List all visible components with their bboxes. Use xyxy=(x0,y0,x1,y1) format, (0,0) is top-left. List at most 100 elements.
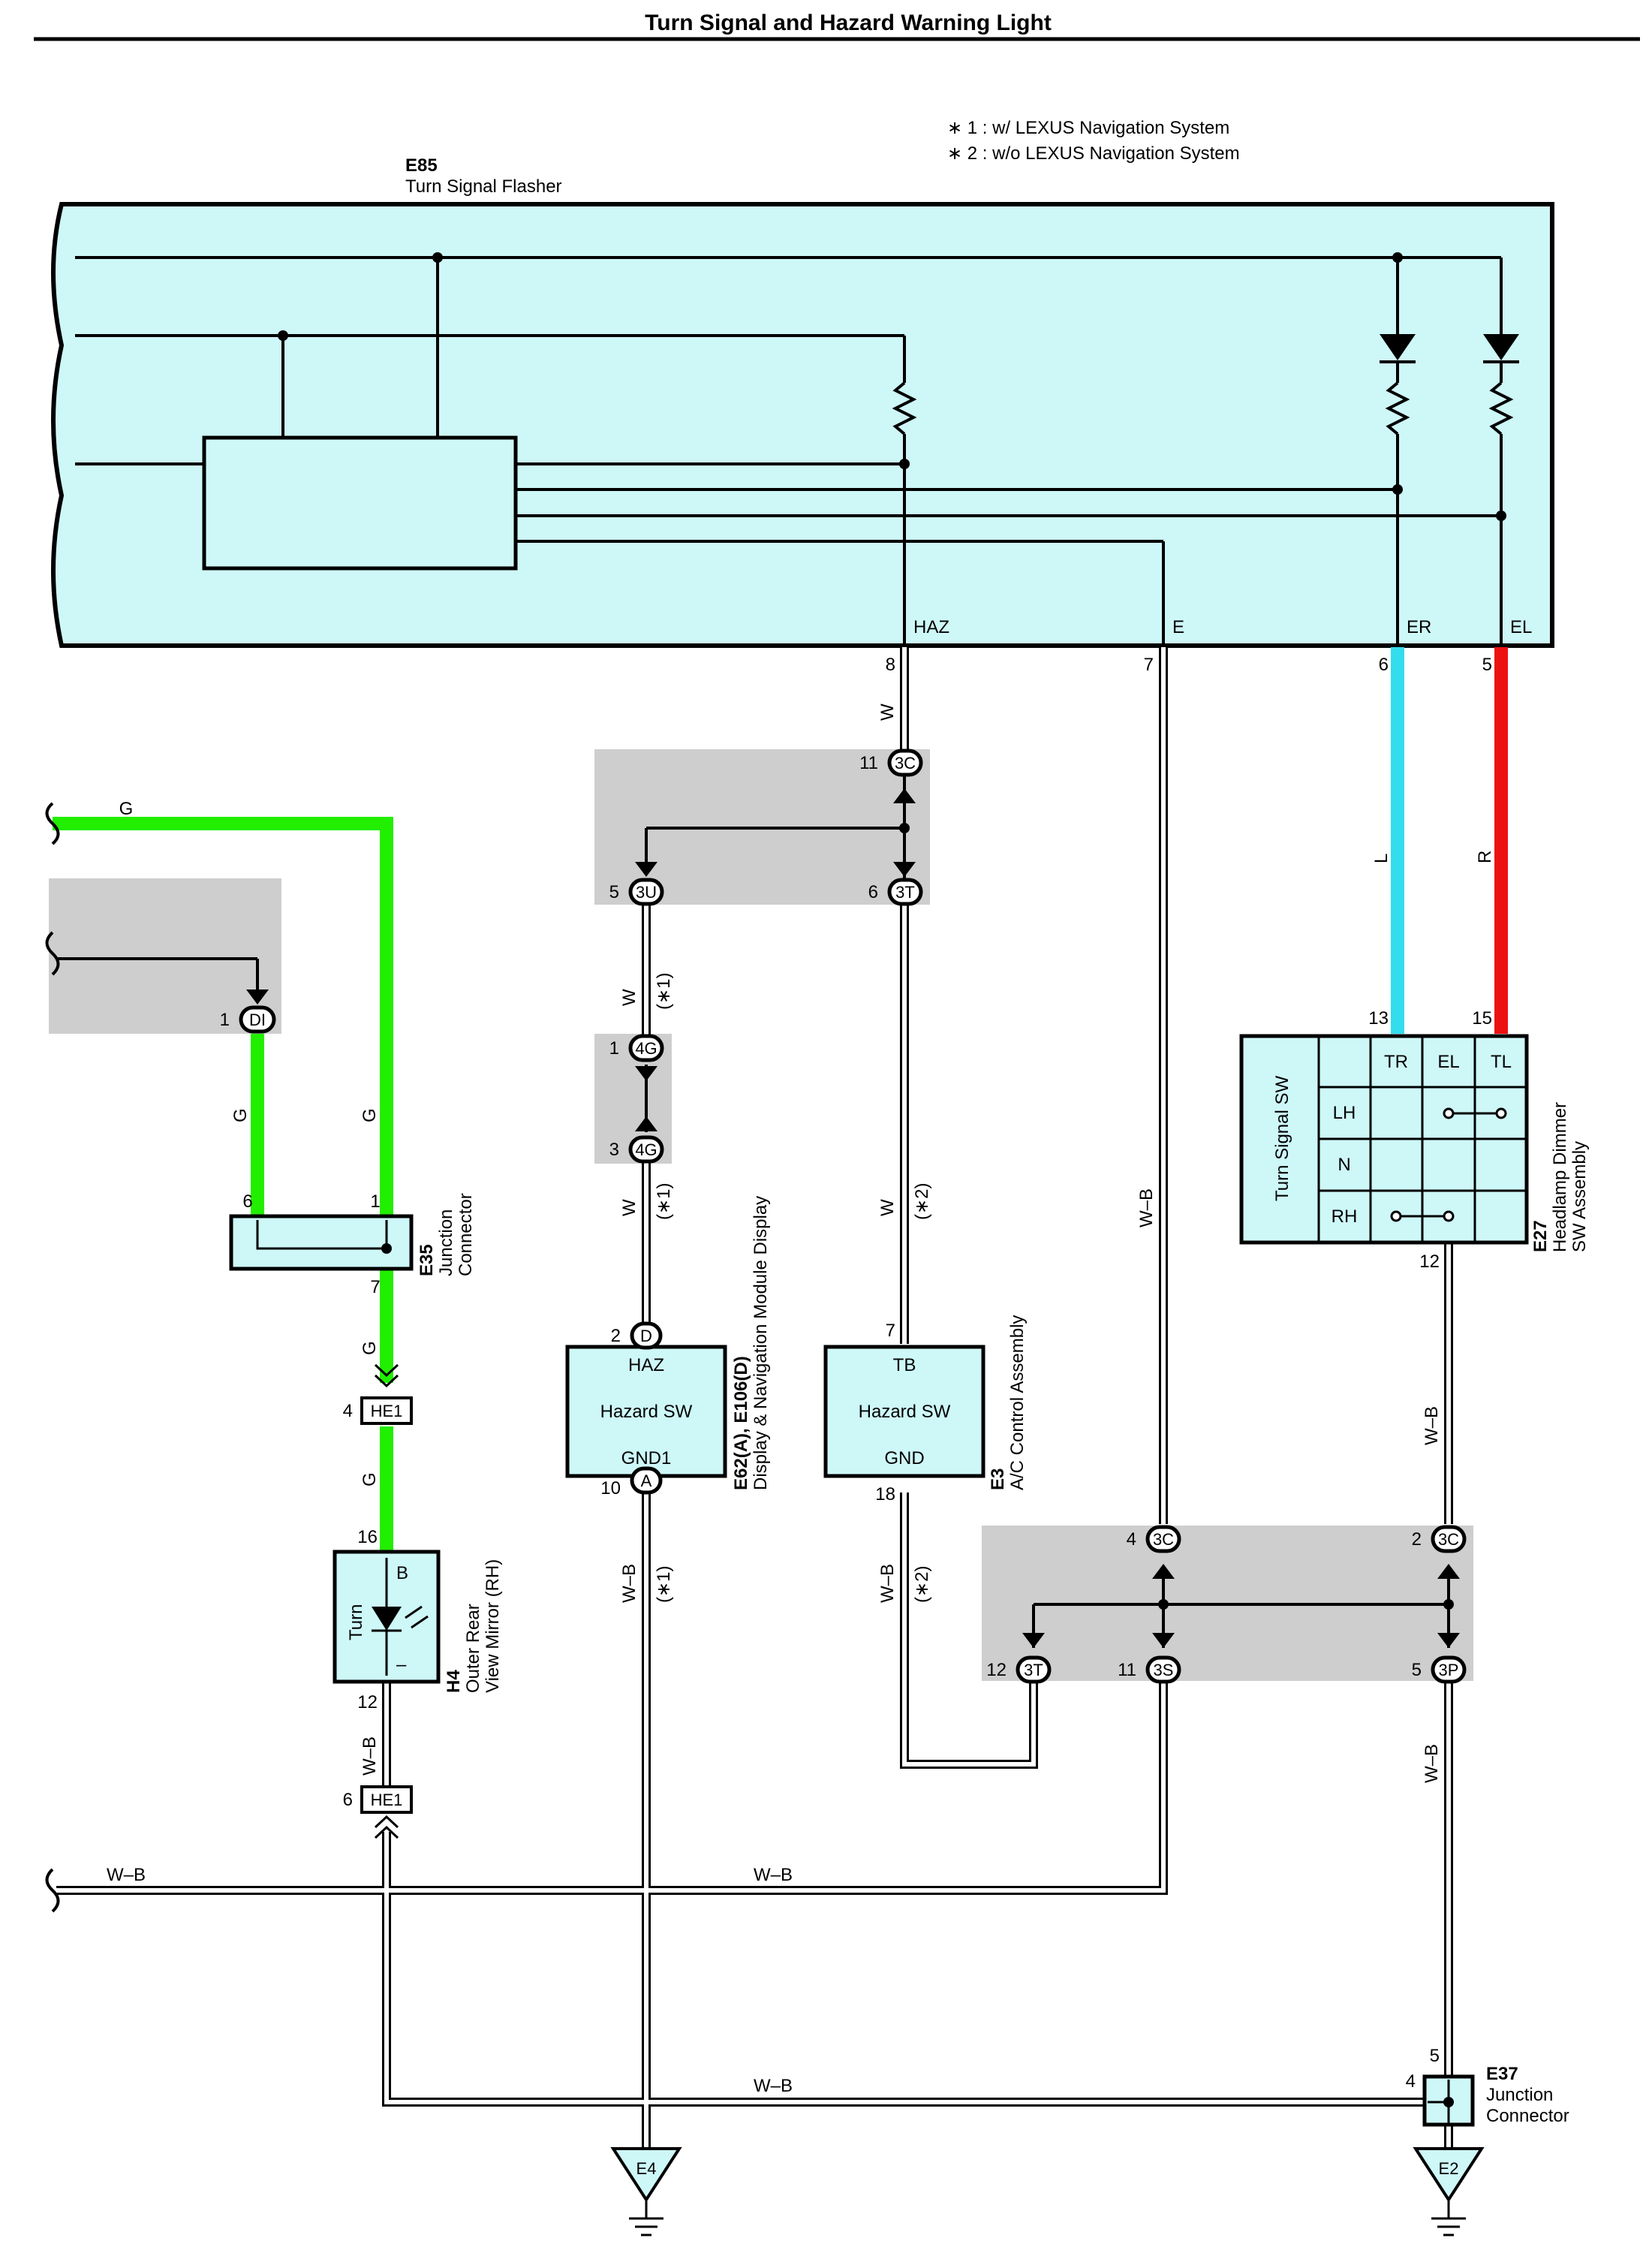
svg-text:D: D xyxy=(640,1327,652,1345)
svg-text:HE1: HE1 xyxy=(371,1791,403,1809)
svg-text:Connector: Connector xyxy=(456,1193,476,1276)
connector-3u: 3U 5 xyxy=(609,878,664,906)
e3-ac-control: 7 18 TB Hazard SW GND E3 A/C Control Ass… xyxy=(823,1315,1028,1505)
note-1: ∗ 1 : w/ LEXUS Navigation System xyxy=(947,118,1229,138)
junction-panel-left xyxy=(49,878,281,1034)
svg-text:W–B: W–B xyxy=(619,1564,639,1603)
svg-text:W–B: W–B xyxy=(107,1865,146,1885)
svg-text:W–B: W–B xyxy=(360,1736,380,1776)
svg-text:Junction: Junction xyxy=(436,1209,456,1276)
svg-text:G: G xyxy=(119,799,134,819)
svg-text:4: 4 xyxy=(1127,1529,1136,1550)
svg-text:N: N xyxy=(1338,1155,1350,1175)
svg-text:E27: E27 xyxy=(1530,1220,1551,1252)
terminal-el: EL xyxy=(1510,617,1532,637)
svg-text:3S: 3S xyxy=(1154,1661,1174,1679)
svg-text:5: 5 xyxy=(609,882,619,902)
svg-text:7: 7 xyxy=(886,1321,895,1341)
pin-e: 7 xyxy=(1144,655,1154,675)
connector-di: DI 1 xyxy=(220,1005,276,1034)
connector-3c-top: 3C 11 xyxy=(859,748,923,777)
svg-text:E35: E35 xyxy=(417,1244,437,1276)
svg-text:E4: E4 xyxy=(636,2159,657,2178)
connector-3t-top: 3T 6 xyxy=(868,878,923,906)
terminal-e: E xyxy=(1172,617,1184,637)
svg-text:TB: TB xyxy=(893,1355,916,1375)
svg-text:W: W xyxy=(877,1199,898,1216)
svg-text:R: R xyxy=(1475,851,1495,863)
ground-e2: E2 xyxy=(1413,2147,1485,2236)
svg-text:Hazard SW: Hazard SW xyxy=(859,1402,951,1422)
svg-text:10: 10 xyxy=(600,1478,621,1498)
svg-text:3C: 3C xyxy=(1153,1530,1174,1549)
svg-text:3: 3 xyxy=(609,1140,619,1160)
e27-headlamp-dimmer: Turn Signal SW TR EL TL LH N RH 13 15 12… xyxy=(1239,1008,1590,1272)
svg-text:5: 5 xyxy=(1430,2046,1440,2066)
svg-text:W–B: W–B xyxy=(1136,1188,1157,1227)
svg-text:4G: 4G xyxy=(635,1140,657,1159)
svg-text:LH: LH xyxy=(1333,1103,1356,1123)
svg-text:3T: 3T xyxy=(895,883,915,902)
svg-text:Connector: Connector xyxy=(1486,2106,1569,2126)
connector-he1-top: HE1 4 xyxy=(343,1363,413,1425)
flasher-name: Turn Signal Flasher xyxy=(405,176,562,197)
svg-text:16: 16 xyxy=(357,1527,378,1547)
svg-text:G: G xyxy=(360,1108,380,1122)
svg-text:W: W xyxy=(877,703,898,721)
svg-text:E2: E2 xyxy=(1439,2159,1459,2178)
svg-text:(∗1): (∗1) xyxy=(654,973,674,1010)
svg-text:A: A xyxy=(641,1471,652,1490)
svg-text:DI: DI xyxy=(249,1011,266,1029)
flasher-internal-circuit xyxy=(75,252,1519,646)
connector-3p: 3P 5 xyxy=(1412,1655,1467,1684)
svg-text:3C: 3C xyxy=(1438,1530,1459,1549)
svg-text:W: W xyxy=(619,989,639,1006)
junction-internal-wiring xyxy=(56,773,1460,1648)
svg-text:–: – xyxy=(396,1655,407,1675)
svg-text:G: G xyxy=(230,1108,251,1122)
pin-haz: 8 xyxy=(886,655,895,675)
svg-text:(∗2): (∗2) xyxy=(912,1566,932,1603)
e35-junction-connector: 6 1 7 E35 Junction Connector xyxy=(229,1191,476,1297)
svg-text:Junction: Junction xyxy=(1486,2085,1553,2105)
connector-4g-3: 4G 3 xyxy=(609,1135,664,1164)
ground-e4: E4 xyxy=(610,2147,682,2236)
svg-text:G: G xyxy=(360,1472,380,1486)
svg-text:HAZ: HAZ xyxy=(628,1355,664,1375)
svg-text:RH: RH xyxy=(1332,1206,1358,1227)
svg-text:G: G xyxy=(360,1341,380,1355)
svg-text:W–B: W–B xyxy=(1422,1406,1442,1445)
svg-text:12: 12 xyxy=(357,1692,378,1712)
svg-text:Turn Signal SW: Turn Signal SW xyxy=(1272,1075,1292,1201)
wire-end-g xyxy=(45,802,60,845)
svg-text:11: 11 xyxy=(859,753,878,773)
svg-text:SW Assembly: SW Assembly xyxy=(1569,1141,1590,1252)
flasher-code: E85 xyxy=(405,155,438,176)
svg-text:3C: 3C xyxy=(895,754,916,773)
svg-text:2: 2 xyxy=(1412,1529,1422,1550)
svg-text:4: 4 xyxy=(343,1401,353,1421)
note-2: ∗ 2 : w/o LEXUS Navigation System xyxy=(947,143,1240,164)
svg-text:W–B: W–B xyxy=(877,1564,898,1603)
svg-text:Headlamp Dimmer: Headlamp Dimmer xyxy=(1550,1102,1570,1252)
wire-labels: W G L R W (∗1) W (∗1) W (∗2) G G G G W–B… xyxy=(107,703,1495,2096)
svg-text:GND: GND xyxy=(884,1448,924,1468)
svg-text:(∗1): (∗1) xyxy=(654,1183,674,1220)
svg-text:13: 13 xyxy=(1368,1008,1389,1029)
connector-4g-1: 4G 1 xyxy=(609,1034,664,1062)
svg-text:3U: 3U xyxy=(636,883,657,902)
svg-text:1: 1 xyxy=(370,1191,380,1212)
svg-text:EL: EL xyxy=(1437,1052,1459,1072)
svg-text:5: 5 xyxy=(1412,1660,1422,1680)
terminal-haz: HAZ xyxy=(913,617,949,637)
svg-text:TL: TL xyxy=(1491,1052,1512,1072)
svg-text:11: 11 xyxy=(1118,1660,1136,1680)
e37-junction-connector: 5 4 E37 Junction Connector xyxy=(1406,2046,1569,2127)
wire-end-wb xyxy=(45,1868,60,1913)
svg-text:3T: 3T xyxy=(1024,1661,1043,1679)
double-wires xyxy=(56,647,1453,2147)
svg-text:18: 18 xyxy=(875,1484,895,1505)
connector-3s: 3S 11 xyxy=(1118,1655,1181,1684)
svg-text:15: 15 xyxy=(1472,1008,1492,1029)
